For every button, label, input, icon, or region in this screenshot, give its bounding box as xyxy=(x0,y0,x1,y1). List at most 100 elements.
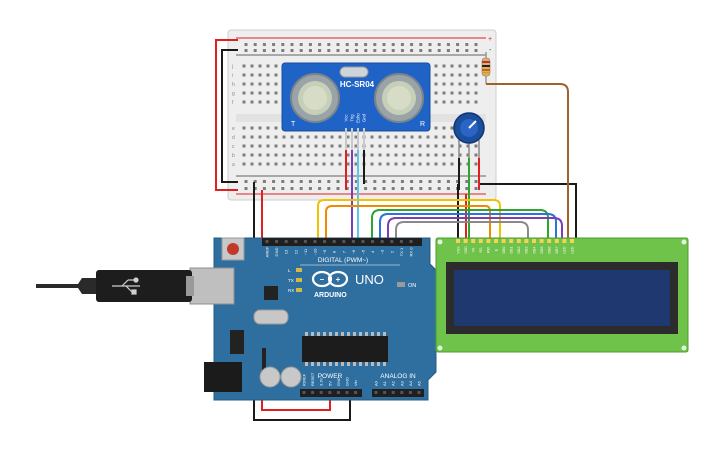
power-pin-label: Vin xyxy=(353,380,358,386)
row-letter: d xyxy=(232,135,235,141)
board-model-label: UNO xyxy=(355,272,384,287)
power-pin-label: GND xyxy=(336,377,341,386)
atmega-chip xyxy=(302,336,388,362)
analog-header-label: ANALOG IN xyxy=(380,373,416,380)
lcd-pin-label: DB6 xyxy=(548,247,552,254)
potentiometer[interactable] xyxy=(453,112,485,158)
lcd-glass xyxy=(454,270,670,326)
digital-pin-label: ~10 xyxy=(313,248,318,256)
rail-plus-label: + xyxy=(488,36,492,43)
sensor-t-mark: T xyxy=(291,121,296,128)
lcd-pin-label: DB5 xyxy=(540,247,544,254)
digital-pin-label: RX 0 xyxy=(409,247,414,257)
row-letter: i xyxy=(232,73,233,79)
sensor-pin-label: Vcc xyxy=(344,115,349,122)
digital-pin-label: 2 xyxy=(389,250,394,253)
digital-header xyxy=(262,238,422,246)
bottom-power-rail-holes xyxy=(244,180,478,190)
digital-pin-label: ~6 xyxy=(351,249,356,254)
row-letter: h xyxy=(232,82,235,88)
digital-pin-label: 7 xyxy=(341,250,346,253)
lcd-pin-label: DB3 xyxy=(525,247,529,254)
digital-pin-label: AREF xyxy=(265,246,270,257)
digital-pin-label: TX 1 xyxy=(399,247,404,256)
digital-pin-labels: AREF GND 13 12 ~11 ~10 ~9 8 7 ~6 ~5 4 ~3 2 TX 1 RX 0 xyxy=(265,240,414,257)
usb-cable xyxy=(36,270,194,302)
power-pin-label: 5V xyxy=(327,381,332,386)
lcd-pin-label: LED xyxy=(570,246,574,253)
board-brand-label: ARDUINO xyxy=(314,292,347,299)
power-header-label: POWER xyxy=(318,373,343,380)
power-pin-label: RESET xyxy=(310,372,315,386)
reset-button[interactable] xyxy=(227,243,239,255)
sensor-r-mark: R xyxy=(420,121,425,128)
lcd-pin-label: RW xyxy=(487,246,491,253)
atmega-chip-pins xyxy=(305,332,386,366)
svg-text:–: – xyxy=(320,275,325,284)
lcd-pin-label: DB2 xyxy=(517,247,521,254)
sensor-pin-label: Trig xyxy=(350,114,355,122)
digital-pin-label: 8 xyxy=(332,250,337,253)
power-pin-label: 3.3V xyxy=(319,377,324,386)
arduino-logo: – + xyxy=(311,270,349,288)
lcd-pin-label: LED xyxy=(563,246,567,253)
power-pin-label: GND xyxy=(345,377,350,386)
analog-pin-label: A3 xyxy=(399,380,404,386)
digital-header-label: DIGITAL (PWM~) xyxy=(318,257,368,264)
digital-pin-label: 12 xyxy=(293,249,298,254)
rail-minus-label: - xyxy=(489,47,492,54)
top-power-rail-holes xyxy=(244,43,478,52)
lcd-pin-label: E xyxy=(494,248,498,251)
digital-pin-label: 13 xyxy=(284,249,289,254)
lcd-pin-label: DB7 xyxy=(555,247,559,254)
resistor xyxy=(481,52,491,84)
lcd-pin-label: V0 xyxy=(472,248,476,252)
lcd-pin-label: DB0 xyxy=(502,247,506,254)
board-leds: L TX RX xyxy=(288,268,302,293)
lcd-pin-label: VDD xyxy=(464,246,468,254)
sensor-pin-label: Gnd xyxy=(362,113,367,122)
on-led-label: ON xyxy=(408,283,416,289)
digital-pin-label: ~11 xyxy=(303,248,308,255)
lcd-pin-label: RS xyxy=(479,247,483,253)
row-letter: g xyxy=(232,91,235,97)
power-jack xyxy=(204,362,242,392)
digital-pin-label: 4 xyxy=(370,250,375,253)
power-pin-label: IOREF xyxy=(302,373,307,386)
led-label: RX xyxy=(288,288,294,293)
lcd-pin-label: VSS xyxy=(456,246,460,254)
row-letter: b xyxy=(232,153,235,159)
analog-pin-label: A4 xyxy=(408,380,413,386)
row-letter: e xyxy=(232,126,235,132)
row-letter: j xyxy=(231,64,233,70)
led-label: L xyxy=(288,268,291,273)
lcd-pin-label: DB4 xyxy=(532,247,536,254)
digital-pin-label: ~9 xyxy=(322,249,327,254)
arduino-uno: AREF GND 13 12 ~11 ~10 ~9 8 7 ~6 ~5 4 ~3 2 TX 1 RX 0 DI… xyxy=(189,237,437,401)
svg-text:+: + xyxy=(336,275,341,284)
digital-pin-label: ~3 xyxy=(380,249,385,254)
row-letter: a xyxy=(232,162,235,168)
digital-pin-label: GND xyxy=(274,247,279,256)
row-letter: c xyxy=(232,144,235,150)
digital-pin-label: ~5 xyxy=(361,249,366,254)
usb-port xyxy=(189,267,235,305)
row-letter: f xyxy=(232,100,234,106)
sensor-pin-label: Echo xyxy=(356,113,361,123)
lcd-pin-label: DB1 xyxy=(510,247,514,254)
analog-pin-label: A2 xyxy=(391,380,396,386)
analog-pin-label: A5 xyxy=(417,380,422,386)
analog-pin-label: A1 xyxy=(382,380,387,386)
analog-pin-label: A0 xyxy=(374,380,379,386)
sensor-model-label: HC-SR04 xyxy=(340,80,375,89)
led-label: TX xyxy=(288,278,294,283)
